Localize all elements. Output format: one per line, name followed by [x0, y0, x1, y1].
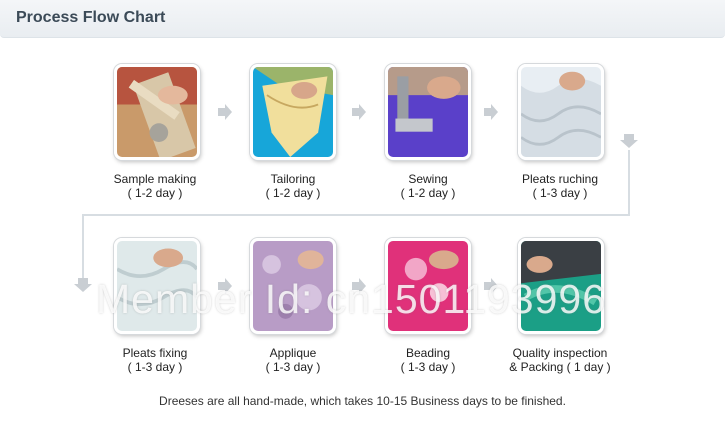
- photo-pleats-fixing: [114, 238, 200, 334]
- connector-line: [82, 214, 84, 278]
- connector-line: [628, 150, 630, 216]
- photo-beading: [385, 238, 471, 334]
- arrow-right-icon: [484, 278, 498, 294]
- step-name: Applique: [269, 346, 317, 360]
- step-duration: ( 1-3 day ): [400, 360, 456, 374]
- step-duration: ( 1-2 day ): [265, 186, 321, 200]
- step-name: Sewing: [408, 172, 448, 186]
- arrow-right-icon: [484, 104, 498, 120]
- step-name: Pleats fixing: [122, 346, 188, 360]
- photo-quality-inspection: [518, 238, 604, 334]
- step-name: Quality inspection: [512, 346, 608, 360]
- photo-sample-making: [114, 64, 200, 160]
- photo-applique: [250, 238, 336, 334]
- step-label: Tailoring ( 1-2 day ): [223, 172, 363, 200]
- step-name: Beading: [405, 346, 451, 360]
- arrow-right-icon: [218, 104, 232, 120]
- step-label: Pleats fixing ( 1-3 day ): [85, 346, 225, 374]
- arrow-right-icon: [218, 278, 232, 294]
- step-duration: ( 1-3 day ): [127, 360, 183, 374]
- photo-tailoring: [250, 64, 336, 160]
- photo-pleats-ruching: [518, 64, 604, 160]
- header-bar: Process Flow Chart: [0, 0, 725, 38]
- step-name: Tailoring: [270, 172, 316, 186]
- step-duration: ( 1-2 day ): [127, 186, 183, 200]
- step-duration: & Packing ( 1 day ): [509, 360, 611, 374]
- step-duration: ( 1-3 day ): [532, 186, 588, 200]
- step-label: Sewing ( 1-2 day ): [358, 172, 498, 200]
- step-duration: ( 1-3 day ): [265, 360, 321, 374]
- step-label: Sample making ( 1-2 day ): [85, 172, 225, 200]
- footer-note: Dreeses are all hand-made, which takes 1…: [159, 394, 566, 408]
- arrow-down-icon: [74, 278, 92, 292]
- arrow-down-icon: [620, 134, 638, 148]
- connector-line: [82, 214, 630, 216]
- page-title: Process Flow Chart: [16, 9, 166, 26]
- step-label: Pleats ruching ( 1-3 day ): [490, 172, 630, 200]
- arrow-right-icon: [352, 104, 366, 120]
- step-duration: ( 1-2 day ): [400, 186, 456, 200]
- arrow-right-icon: [352, 278, 366, 294]
- step-label: Beading ( 1-3 day ): [358, 346, 498, 374]
- step-name: Pleats ruching: [521, 172, 599, 186]
- step-label: Quality inspection & Packing ( 1 day ): [490, 346, 630, 374]
- step-label: Applique ( 1-3 day ): [223, 346, 363, 374]
- step-name: Sample making: [113, 172, 197, 186]
- photo-sewing: [385, 64, 471, 160]
